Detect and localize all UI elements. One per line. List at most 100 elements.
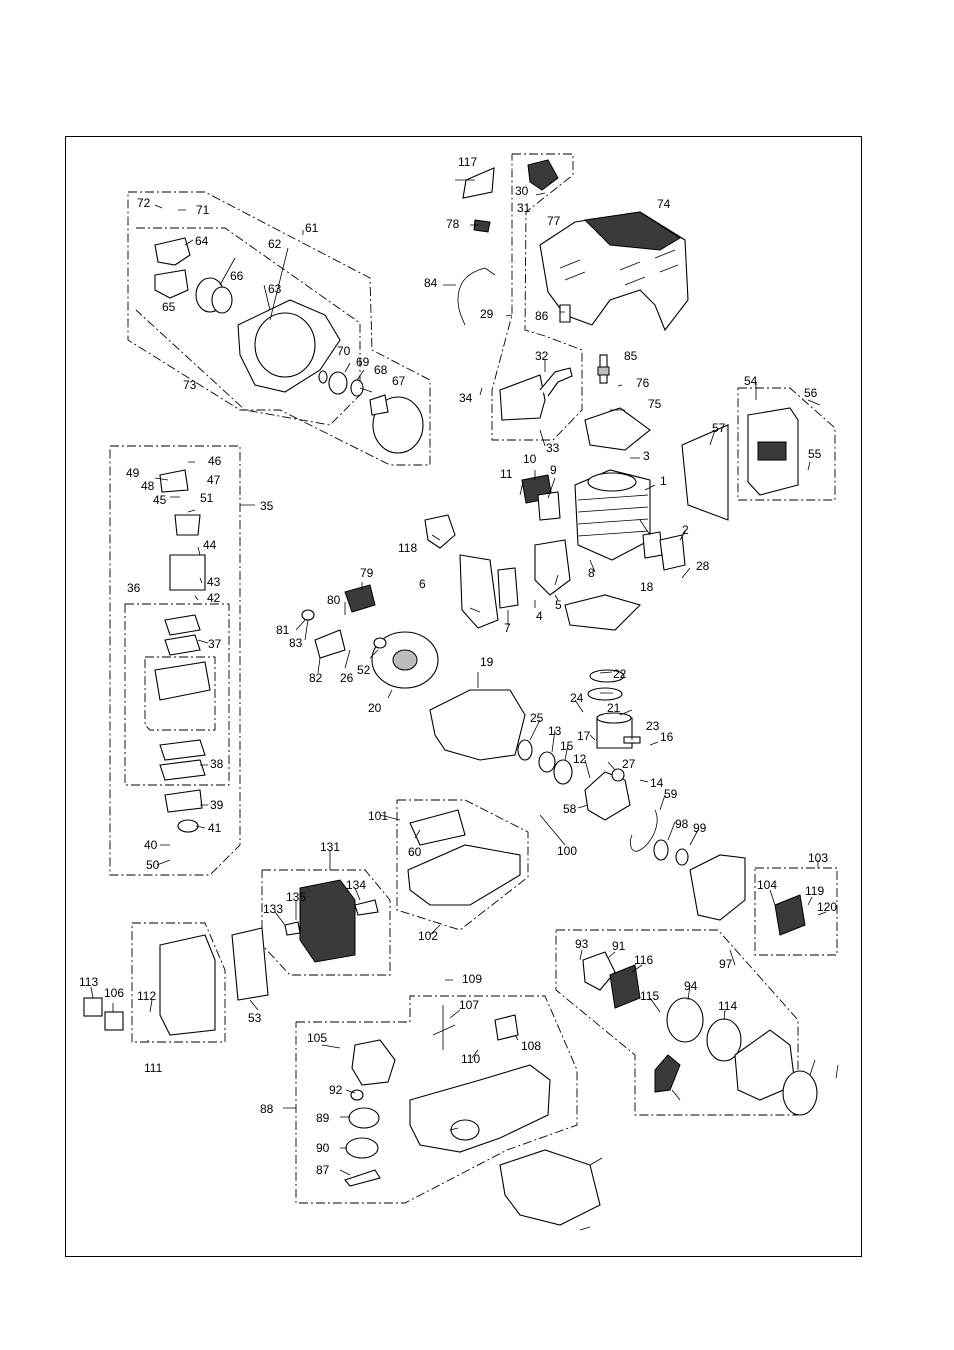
part-number-label-46: 46 bbox=[208, 454, 222, 468]
clutch-shoe-79b bbox=[314, 629, 346, 659]
group-outline-35 bbox=[109, 445, 241, 876]
part-number-label-64: 64 bbox=[195, 234, 209, 248]
part-number-label-118: 118 bbox=[398, 541, 417, 555]
part-number-label-85: 85 bbox=[624, 349, 638, 363]
filter-112 bbox=[494, 1014, 519, 1041]
cylinder-part bbox=[574, 469, 651, 561]
part-number-label-22: 22 bbox=[613, 667, 627, 681]
part-number-label-53: 53 bbox=[248, 1011, 262, 1025]
part-number-label-11: 11 bbox=[500, 467, 513, 481]
part-number-label-115: 115 bbox=[640, 989, 659, 1003]
part-number-label-69: 69 bbox=[356, 355, 370, 369]
part-number-label-73: 73 bbox=[183, 378, 197, 392]
part-number-label-107: 107 bbox=[459, 998, 479, 1012]
group-outline-54 bbox=[737, 387, 836, 501]
part-number-label-86: 86 bbox=[535, 309, 549, 323]
part-number-label-44: 44 bbox=[203, 538, 217, 552]
part-number-label-7: 7 bbox=[504, 621, 511, 635]
crankshaft-part bbox=[584, 771, 631, 821]
wire-84 bbox=[457, 267, 496, 326]
group-outline-103 bbox=[131, 922, 226, 1043]
plate-39 bbox=[164, 789, 203, 813]
part-number-label-83: 83 bbox=[289, 636, 303, 650]
bearing-69 bbox=[328, 371, 348, 395]
part-number-label-26: 26 bbox=[340, 671, 354, 685]
part-number-label-19: 19 bbox=[480, 655, 494, 669]
plate-8 bbox=[659, 534, 686, 571]
part-number-label-5: 5 bbox=[555, 598, 562, 612]
part-number-label-74: 74 bbox=[657, 197, 671, 211]
air-cleaner-base-98 bbox=[299, 879, 356, 963]
part-number-label-81: 81 bbox=[276, 623, 290, 637]
part-number-label-32: 32 bbox=[535, 349, 549, 363]
cover-103 bbox=[159, 934, 216, 1036]
part-number-label-20: 20 bbox=[368, 701, 382, 715]
part-number-label-2: 2 bbox=[682, 523, 689, 537]
cap-part bbox=[527, 159, 559, 191]
part-number-label-31: 31 bbox=[517, 201, 531, 215]
part-number-label-56: 56 bbox=[804, 386, 818, 400]
gasket-2 bbox=[564, 594, 642, 631]
part-number-label-71: 71 bbox=[196, 203, 210, 217]
part-number-label-35: 35 bbox=[260, 499, 274, 513]
part-number-label-50: 50 bbox=[146, 858, 160, 872]
part-number-label-33: 33 bbox=[546, 441, 560, 455]
group-outline-87 bbox=[555, 929, 799, 1116]
fuel-tank-part bbox=[409, 1064, 551, 1153]
part-number-label-97: 97 bbox=[719, 957, 733, 971]
part-number-label-10: 10 bbox=[523, 452, 537, 466]
part-number-label-45: 45 bbox=[153, 493, 167, 507]
label-120 bbox=[104, 1011, 124, 1031]
part-number-label-28: 28 bbox=[696, 559, 710, 573]
flywheel-part bbox=[371, 631, 439, 689]
carburetor-35 bbox=[459, 554, 499, 629]
part-117 bbox=[462, 167, 495, 199]
part-number-label-52: 52 bbox=[357, 663, 371, 677]
part-number-label-40: 40 bbox=[144, 838, 158, 852]
part-number-label-23: 23 bbox=[646, 719, 660, 733]
plate-37c bbox=[154, 661, 211, 701]
gasket-57 bbox=[681, 424, 729, 521]
part-number-label-114: 114 bbox=[718, 999, 737, 1013]
plate-37a bbox=[164, 614, 201, 636]
part-86 bbox=[559, 304, 571, 323]
handle-94 bbox=[654, 1054, 681, 1093]
part-number-label-108: 108 bbox=[521, 1039, 541, 1053]
part-number-label-38: 38 bbox=[210, 757, 224, 771]
leader-lines bbox=[90, 179, 839, 1231]
part-89 bbox=[582, 951, 616, 991]
part-number-label-110: 110 bbox=[461, 1052, 480, 1066]
part-number-label-68: 68 bbox=[374, 363, 388, 377]
part-110 bbox=[344, 1169, 381, 1187]
part-number-label-135: 135 bbox=[286, 890, 306, 904]
part-number-label-51: 51 bbox=[200, 491, 214, 505]
part-number-label-102: 102 bbox=[418, 929, 438, 943]
part-number-label-16: 16 bbox=[660, 730, 674, 744]
guard-115 bbox=[499, 1149, 601, 1226]
part-65 bbox=[154, 269, 189, 299]
part-number-label-21: 21 bbox=[607, 701, 621, 715]
cap-106 bbox=[351, 1039, 396, 1086]
part-number-label-39: 39 bbox=[210, 798, 224, 812]
part-number-label-134: 134 bbox=[346, 878, 366, 892]
hose-111 bbox=[432, 1005, 456, 1050]
reel-88 bbox=[666, 997, 704, 1043]
part-number-label-100: 100 bbox=[557, 844, 577, 858]
insulator-4 bbox=[534, 539, 571, 596]
part-number-label-60: 60 bbox=[408, 845, 422, 859]
clutch-housing-part bbox=[237, 299, 341, 393]
nut-26 bbox=[373, 637, 387, 649]
part-number-label-112: 112 bbox=[137, 989, 156, 1003]
part-number-label-93: 93 bbox=[575, 937, 589, 951]
part-47 bbox=[159, 469, 189, 493]
cup-41 bbox=[177, 819, 199, 833]
part-number-label-75: 75 bbox=[648, 397, 662, 411]
part-number-label-13: 13 bbox=[548, 724, 562, 738]
bearing-14b bbox=[653, 839, 669, 861]
spark-plug-part bbox=[597, 354, 610, 384]
part-number-label-14: 14 bbox=[650, 776, 664, 790]
part-number-label-80: 80 bbox=[327, 593, 341, 607]
bearing-23 bbox=[611, 768, 625, 782]
group-outline-36 bbox=[124, 603, 230, 786]
